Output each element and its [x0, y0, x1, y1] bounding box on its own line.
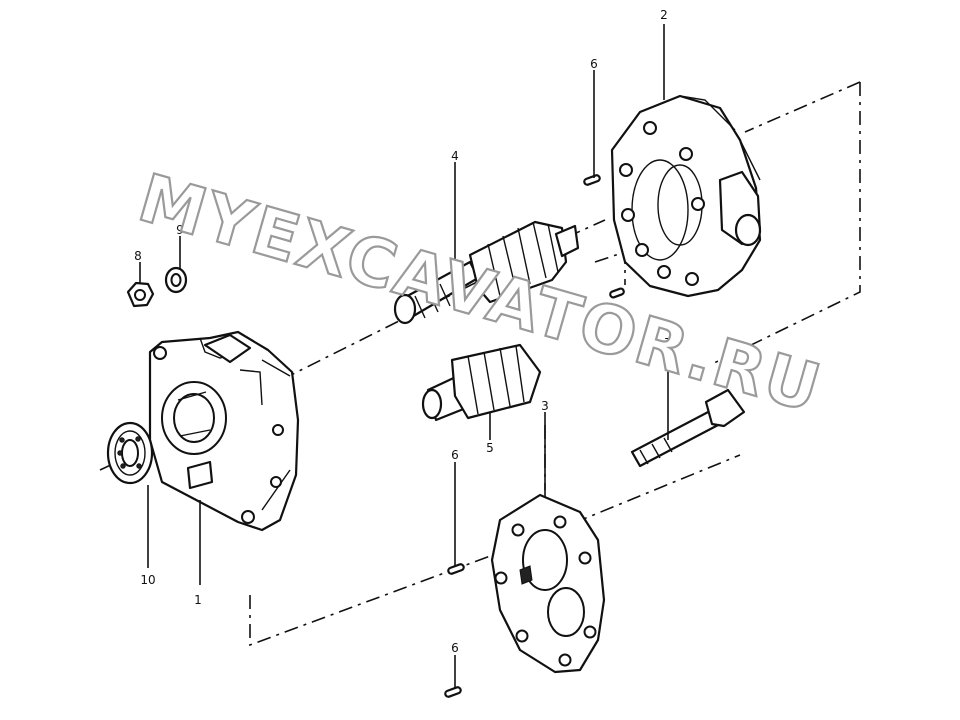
spring-washer [164, 266, 188, 294]
callout-housing: 1 [194, 593, 202, 607]
callout-bolt: 7 [664, 336, 672, 350]
callout-wear-plate: 3 [541, 399, 549, 413]
drive-gear-shaft [393, 220, 580, 325]
callout-driven-gear: 5 [486, 441, 494, 455]
driven-gear [421, 343, 542, 422]
callout-rear-cover: 2 [660, 8, 668, 22]
callout-dowel-pin-bottom: 6 [451, 641, 459, 655]
pump-housing [148, 330, 300, 532]
callout-dowel-pin-top: 6 [590, 57, 598, 71]
bolt [630, 388, 746, 468]
callout-washer: 9 [176, 223, 184, 237]
rear-cover [610, 94, 762, 298]
callout-drive-gear-shaft: 4 [451, 149, 459, 163]
dowel-pins [444, 174, 625, 698]
callout-dowel-pin-middle: 6 [451, 448, 459, 462]
leader-lines [139, 24, 669, 688]
hex-nut [126, 281, 155, 308]
callout-nut: 8 [134, 249, 142, 263]
callout-bearing: 10 [140, 573, 155, 587]
wear-plate [490, 493, 606, 674]
callout-numbers: 1 2 3 4 5 6 6 6 7 8 9 10 [134, 8, 672, 655]
bearing [106, 421, 154, 485]
